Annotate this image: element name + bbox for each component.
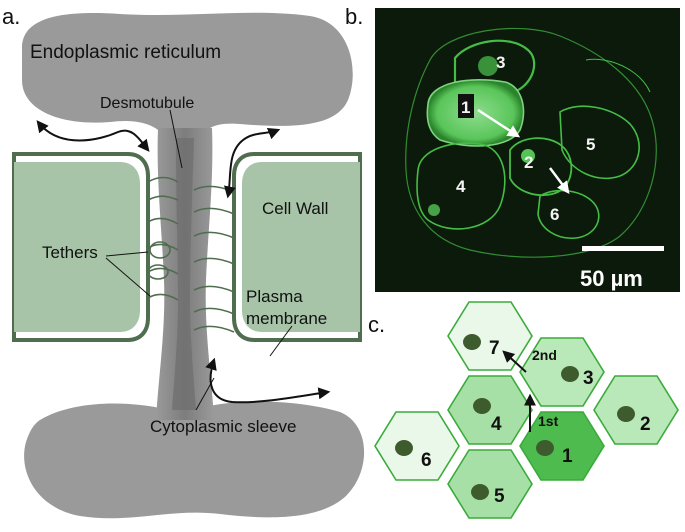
nucleus-2 bbox=[617, 406, 635, 422]
hex-label-2: 2 bbox=[640, 414, 651, 435]
nucleus-1 bbox=[536, 440, 554, 456]
leader-lines bbox=[105, 109, 293, 411]
micro-cell-6: 6 bbox=[550, 205, 559, 224]
nucleus-5 bbox=[471, 484, 489, 500]
hex-label-5: 5 bbox=[494, 486, 505, 507]
micrograph-arrow-1-to-2 bbox=[477, 108, 521, 138]
label-second-move: 2nd bbox=[532, 347, 557, 363]
hex-label-7: 7 bbox=[489, 338, 500, 359]
micro-cell-2: 2 bbox=[524, 153, 533, 172]
nucleus-7 bbox=[463, 334, 481, 350]
tethers-left bbox=[147, 176, 179, 301]
micrograph-arrow-2-to-6 bbox=[549, 167, 570, 194]
hex-cell-5 bbox=[447, 449, 533, 519]
panel-a: a. bbox=[2, 4, 365, 519]
label-desmotubule: Desmotubule bbox=[100, 95, 194, 112]
label-plasma-membrane-line2: membrane bbox=[246, 309, 327, 328]
nucleus-6 bbox=[395, 440, 413, 456]
micro-cell-1: 1 bbox=[461, 98, 470, 117]
panel-b-label: b. bbox=[345, 4, 363, 29]
label-cytoplasmic-sleeve: Cytoplasmic sleeve bbox=[150, 417, 296, 436]
label-endoplasmic-reticulum: Endoplasmic reticulum bbox=[30, 42, 221, 63]
sleeve-flow-arrow bbox=[205, 357, 331, 404]
micrograph-cells bbox=[405, 27, 657, 258]
hex-label-3: 3 bbox=[583, 368, 594, 389]
er-flow-arrow-left bbox=[36, 120, 150, 152]
micro-cell-3: 3 bbox=[496, 53, 505, 72]
cell-wall-left bbox=[12, 148, 156, 346]
hex-label-4: 4 bbox=[491, 414, 502, 435]
micro-cell-4: 4 bbox=[456, 177, 466, 196]
label-tethers: Tethers bbox=[42, 243, 98, 262]
cell-1-label-box bbox=[458, 94, 474, 118]
hex-label-6: 6 bbox=[421, 450, 432, 471]
label-plasma-membrane-line1: Plasma bbox=[246, 287, 303, 306]
hex-label-1: 1 bbox=[562, 446, 573, 467]
hex-cell-2 bbox=[593, 375, 679, 445]
er-flow-arrow-right bbox=[223, 127, 281, 199]
panel-b: b. 1 2 3 4 bbox=[345, 4, 680, 292]
hex-cell-7 bbox=[447, 301, 533, 371]
panel-c: c. 7 3 4 bbox=[368, 301, 679, 519]
nucleus-3 bbox=[561, 366, 579, 382]
arrow-second-move bbox=[502, 350, 527, 373]
hex-cell-6 bbox=[374, 411, 460, 481]
label-first-move: 1st bbox=[538, 413, 559, 429]
endoplasmic-reticulum-bottom bbox=[24, 401, 365, 519]
hex-cell-1 bbox=[519, 411, 605, 481]
hex-cell-4 bbox=[447, 375, 533, 445]
panel-c-label: c. bbox=[368, 312, 385, 337]
hex-nuclei bbox=[395, 334, 635, 500]
panel-a-label: a. bbox=[2, 4, 20, 29]
nucleus-4 bbox=[473, 398, 491, 414]
label-cell-wall: Cell Wall bbox=[262, 199, 328, 218]
desmotubule bbox=[172, 138, 196, 410]
endoplasmic-reticulum-top bbox=[22, 12, 353, 140]
scale-bar-label: 50 µm bbox=[580, 266, 643, 291]
scale-bar bbox=[582, 246, 664, 251]
micro-cell-5: 5 bbox=[586, 135, 595, 154]
